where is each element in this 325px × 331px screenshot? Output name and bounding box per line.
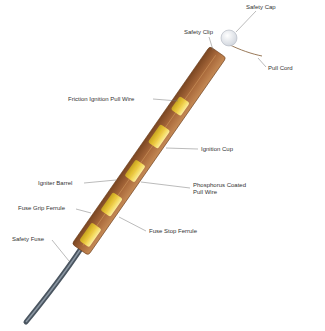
safety-fuse [26,250,80,322]
safety-cap [221,30,237,46]
pull-wire-label: Friction Ignition Pull Wire [68,96,134,103]
safety-fuse-label: Safety Fuse [12,236,44,243]
fuse-stop-label: Fuse Stop Ferrule [149,228,197,235]
ignition-cup-label: Ignition Cup [201,146,233,153]
phosphorus-wire-label: Phosphorus Coated Pull Wire [193,182,253,196]
pull-cord-label: Pull Cord [268,65,293,72]
pull-cord [228,44,262,56]
fuse-highlight [26,250,80,322]
safety-clip-label: Safety Clip [184,29,213,36]
safety-cap-label: Safety Cap [246,4,276,11]
igniter-barrel-label: Igniter Barrel [38,180,72,187]
leader-lines [52,11,266,261]
fuse-grip-label: Fuse Grip Ferrule [18,205,65,212]
